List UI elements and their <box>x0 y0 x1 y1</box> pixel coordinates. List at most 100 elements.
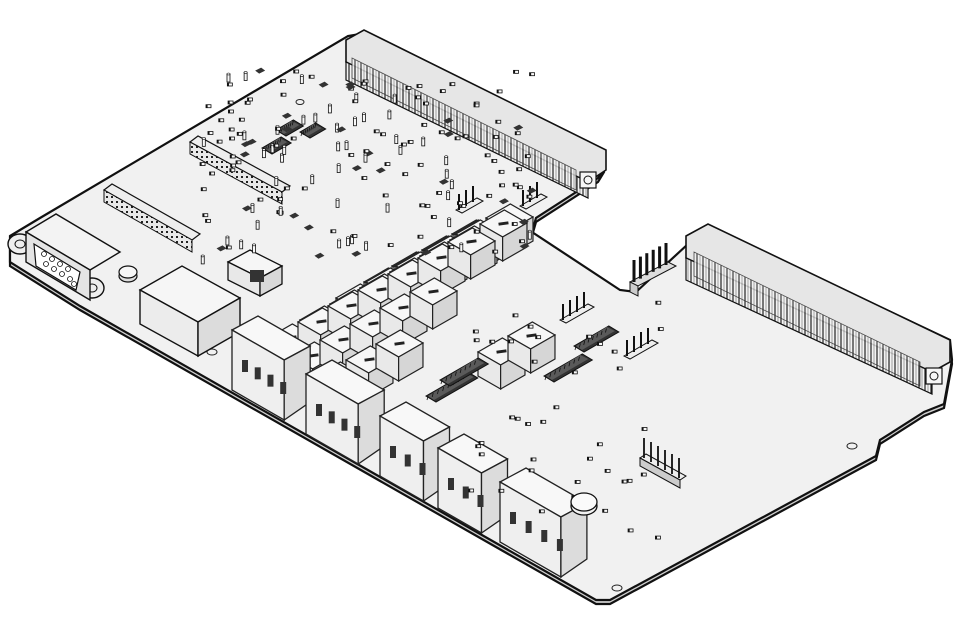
smd-part <box>597 342 603 346</box>
smd-part <box>627 528 634 533</box>
smd-part <box>484 153 491 158</box>
smd-part <box>274 176 279 186</box>
smd-part <box>337 238 342 249</box>
mounting-holes <box>206 99 858 592</box>
smd-part <box>518 218 529 225</box>
pin-header-small-3 <box>454 186 485 214</box>
smd-part <box>457 201 463 206</box>
ic-chips <box>261 119 620 403</box>
dsub-connector <box>7 213 122 302</box>
smd-part <box>344 140 349 151</box>
smd-part <box>462 134 469 139</box>
ic-chip-2 <box>543 353 594 383</box>
smd-part <box>216 245 227 252</box>
smd-part <box>528 468 535 473</box>
smd-part <box>351 234 358 238</box>
smd-part <box>242 130 247 141</box>
smd-part <box>363 149 370 154</box>
smd-part <box>447 217 452 228</box>
pin-header-bottom <box>639 438 687 489</box>
smd-part <box>375 167 386 174</box>
smd-part <box>252 243 256 254</box>
smd-part <box>571 370 578 375</box>
smd-part <box>314 252 325 259</box>
terminal-block-2 <box>304 359 386 466</box>
smd-part <box>468 488 475 493</box>
smd-part <box>201 137 206 147</box>
smd-part <box>364 240 369 251</box>
ic-chip-7 <box>299 122 327 139</box>
ic-chip-4 <box>439 357 490 387</box>
smd-part <box>439 89 446 94</box>
smd-part <box>526 187 537 194</box>
smd-part <box>621 479 628 484</box>
smd-part <box>540 419 547 424</box>
smd-part <box>443 117 454 124</box>
smd-part <box>301 186 308 191</box>
smd-part <box>616 366 623 371</box>
smd-part <box>478 452 485 457</box>
smd-part <box>475 444 482 449</box>
smd-part <box>498 169 505 174</box>
smd-part <box>246 138 257 145</box>
smd-part <box>527 229 532 240</box>
smd-part <box>402 172 409 177</box>
smd-part <box>209 171 215 176</box>
smd-part <box>436 191 442 195</box>
smd-part <box>336 141 341 152</box>
smd-part <box>199 162 206 166</box>
smd-part <box>499 183 505 188</box>
smd-part <box>363 152 368 163</box>
smd-part <box>596 442 603 447</box>
small-components <box>199 67 664 540</box>
smd-part <box>438 130 445 135</box>
smd-part <box>387 243 394 247</box>
smd-part <box>200 254 205 265</box>
smd-part <box>330 229 337 234</box>
smd-part <box>421 122 428 127</box>
smd-part <box>229 154 236 159</box>
smd-part <box>655 300 662 305</box>
smd-part <box>310 174 315 185</box>
smd-part <box>335 122 339 133</box>
smd-part <box>460 204 467 208</box>
smd-part <box>526 194 533 199</box>
smd-part <box>250 203 255 213</box>
smd-part <box>491 159 498 163</box>
smd-part <box>277 197 283 202</box>
smd-part <box>345 81 356 88</box>
smd-part <box>511 222 518 226</box>
smd-part <box>282 145 287 155</box>
smd-part <box>400 142 407 147</box>
smd-part <box>308 74 315 79</box>
smd-part <box>327 103 332 114</box>
smd-part <box>348 153 355 157</box>
smd-part <box>405 86 412 90</box>
smd-part <box>513 124 524 131</box>
buzzer <box>570 492 598 516</box>
smd-part <box>226 72 231 83</box>
smd-part <box>498 198 509 205</box>
smd-part <box>524 154 531 159</box>
smd-part <box>373 129 380 134</box>
smd-part <box>236 131 243 136</box>
smd-part <box>293 69 300 74</box>
smd-part <box>255 219 260 230</box>
smd-part <box>430 215 437 219</box>
smd-part <box>486 193 493 198</box>
smd-part <box>282 126 293 133</box>
smd-part <box>398 145 403 155</box>
smd-part <box>444 168 449 179</box>
relay-35 <box>374 329 425 383</box>
smd-part <box>289 212 300 219</box>
smd-part <box>586 456 593 461</box>
smd-part <box>382 193 389 198</box>
smd-part <box>361 112 366 123</box>
smd-part <box>443 131 454 138</box>
smd-part <box>449 82 456 87</box>
smd-part <box>360 81 367 86</box>
smd-part <box>228 109 234 114</box>
smd-part <box>353 116 357 127</box>
smd-part <box>280 79 286 84</box>
